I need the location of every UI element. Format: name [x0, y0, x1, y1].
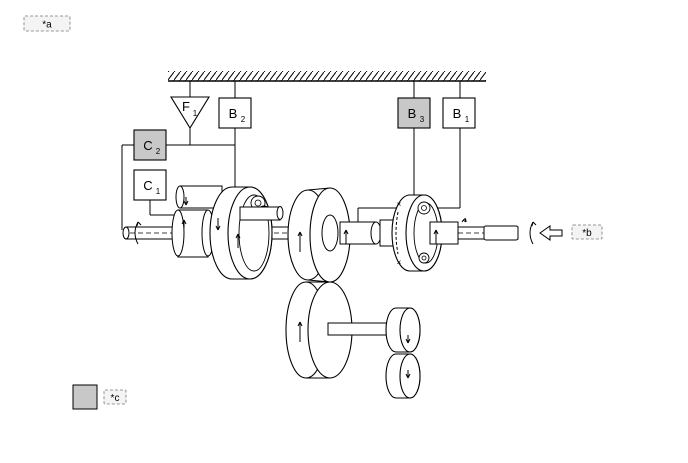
svg-text:B: B: [408, 106, 417, 121]
svg-text:1: 1: [465, 115, 470, 124]
differential-pinions: [385, 307, 421, 399]
svg-text:2: 2: [241, 115, 246, 124]
one-way-clutch-f1: F 1: [170, 96, 210, 130]
svg-text:C: C: [143, 178, 152, 193]
svg-text:*a: *a: [42, 20, 52, 31]
clutch-c1: C 1: [133, 169, 167, 201]
brake-b2: B 2: [218, 97, 252, 129]
legend-highlight: *c: [72, 384, 127, 410]
callout-a: *a: [23, 15, 71, 32]
svg-text:*c: *c: [111, 393, 120, 404]
ground-links: [189, 81, 461, 98]
callout-b: *b: [571, 224, 603, 240]
svg-text:×: ×: [397, 258, 402, 267]
planetary-gear-front: [209, 186, 284, 280]
intermediate-sleeve: [339, 221, 382, 245]
brake-b1: B 1: [442, 97, 476, 129]
clutch-c2: C 2: [133, 129, 167, 161]
svg-text:1: 1: [156, 187, 161, 196]
counter-drive-gear: [287, 187, 351, 283]
svg-text:1: 1: [193, 109, 198, 118]
svg-text:2: 2: [156, 147, 161, 156]
svg-text:*b: *b: [582, 228, 592, 239]
svg-text:C: C: [143, 138, 152, 153]
svg-text:B: B: [453, 106, 462, 121]
svg-text:F: F: [182, 99, 190, 114]
rotation-arrows: [134, 221, 537, 245]
transmission-case-ground: [168, 71, 486, 82]
legend-swatch: [72, 384, 98, 410]
brake-b3: B 3: [397, 97, 431, 129]
counter-driven-gear: [285, 281, 391, 379]
planetary-gear-rear: × ×: [379, 194, 467, 272]
svg-text:3: 3: [420, 115, 425, 124]
svg-text:B: B: [229, 106, 238, 121]
svg-text:×: ×: [397, 200, 402, 209]
input-arrow-icon: [539, 225, 563, 241]
